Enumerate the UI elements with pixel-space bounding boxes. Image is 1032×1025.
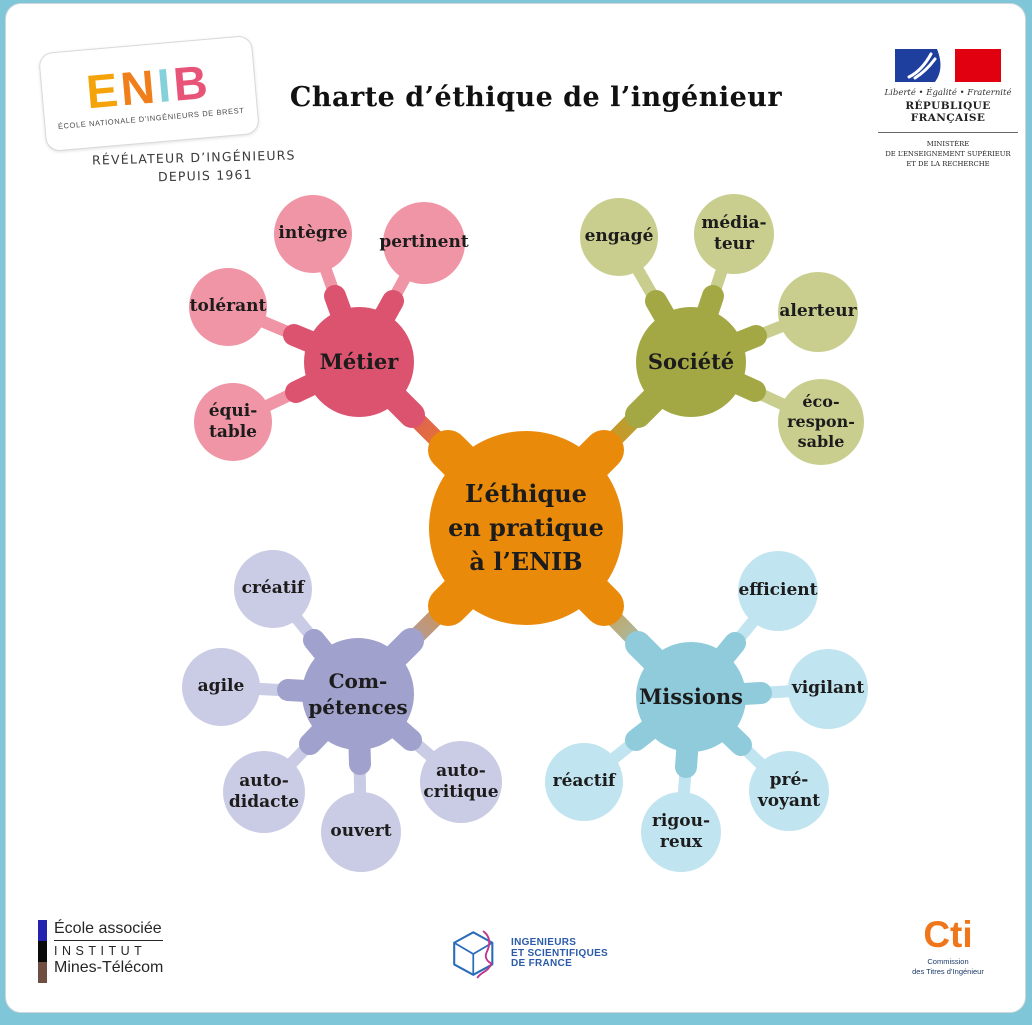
rf-ministry: MINISTÈRE DE L’ENSEIGNEMENT SUPÉRIEUR ET…: [885, 140, 1011, 168]
cti-logo: Cti Commission des Titres d’Ingénieur: [888, 916, 1008, 977]
poster-card: Charte d’éthique de l’ingénieur: [5, 3, 1026, 1013]
iesf-line2: ET SCIENTIFIQUES: [511, 947, 609, 959]
enib-logo: ENIB ÉCOLE NATIONALE D’INGÉNIEURS DE BRE…: [38, 34, 260, 153]
imt-bar-blue: [38, 920, 47, 941]
mindmap-node-alerteur: alerteur: [778, 272, 858, 352]
enib-tagline-line2: DEPUIS 1961: [157, 166, 254, 185]
mindmap-node-ouvert: ouvert: [321, 792, 401, 872]
cti-name: Cti: [923, 914, 973, 955]
mindmap-node-missions: Missions: [636, 642, 746, 752]
enib-letter-e: E: [84, 62, 123, 118]
iesf-line3: DE FRANCE: [511, 958, 573, 970]
imt-logo: École associée INSTITUT Mines-Télécom: [38, 920, 164, 983]
iesf-line1: INGENIEURS: [511, 937, 577, 949]
iesf-hexagon-icon: [453, 930, 494, 979]
mindmap-node-ecoresponsable: éco- respon- sable: [778, 379, 864, 465]
enib-letter-n: N: [118, 58, 160, 115]
mindmap-node-prevoyant: pré- voyant: [749, 751, 829, 831]
mindmap-node-societe: Société: [636, 307, 746, 417]
mindmap-node-pertinent: pertinent: [379, 202, 469, 284]
mindmap-node-tolerant: tolérant: [189, 268, 267, 346]
mindmap-node-creatif: créatif: [234, 550, 312, 628]
iesf-text: INGENIEURS ET SCIENTIFIQUES DE FRANCE: [511, 938, 608, 970]
mindmap-node-autocritique: auto- critique: [420, 741, 502, 823]
cti-caption: Commission des Titres d’Ingénieur: [912, 957, 984, 977]
mindmap-node-competences: Com- pétences: [302, 638, 414, 750]
french-flag-icon: [895, 49, 1001, 82]
mindmap-node-efficient: efficient: [738, 551, 818, 631]
imt-text: École associée INSTITUT Mines-Télécom: [54, 920, 164, 983]
page-title: Charte d’éthique de l’ingénieur: [289, 82, 783, 113]
mindmap-node-rigoureux: rigou- reux: [641, 792, 721, 872]
mindmap-node-agile: agile: [182, 648, 260, 726]
imt-line2: INSTITUT: [54, 944, 147, 958]
imt-bar-black: [38, 941, 47, 962]
mindmap-node-engage: engagé: [580, 198, 658, 276]
iesf-logo: INGENIEURS ET SCIENTIFIQUES DE FRANCE: [449, 929, 608, 979]
enib-letter-b: B: [171, 54, 213, 111]
imt-line3: Mines-Télécom: [54, 959, 164, 976]
mindmap-node-integre: intègre: [274, 195, 352, 273]
mindmap-node-vigilant: vigilant: [788, 649, 868, 729]
imt-bar-brown: [38, 962, 47, 983]
mindmap-node-equitable: équi- table: [194, 383, 272, 461]
rf-motto: Liberté • Égalité • Fraternité: [884, 88, 1012, 98]
mindmap-node-mediateur: média- teur: [694, 194, 774, 274]
enib-logo-letters: ENIB: [84, 54, 212, 118]
imt-bar-icon: [38, 920, 47, 983]
mindmap-node-reactif: réactif: [545, 743, 623, 821]
mindmap-node-metier: Métier: [304, 307, 414, 417]
rf-name: RÉPUBLIQUE FRANÇAISE: [905, 100, 991, 124]
mindmap-node-autodidacte: auto- didacte: [223, 751, 305, 833]
rf-divider: [878, 132, 1018, 133]
republique-francaise-logo: Liberté • Égalité • Fraternité RÉPUBLIQU…: [878, 49, 1018, 170]
imt-line1: École associée: [54, 920, 164, 941]
mindmap-node-center: L’éthique en pratique à l’ENIB: [429, 431, 623, 625]
